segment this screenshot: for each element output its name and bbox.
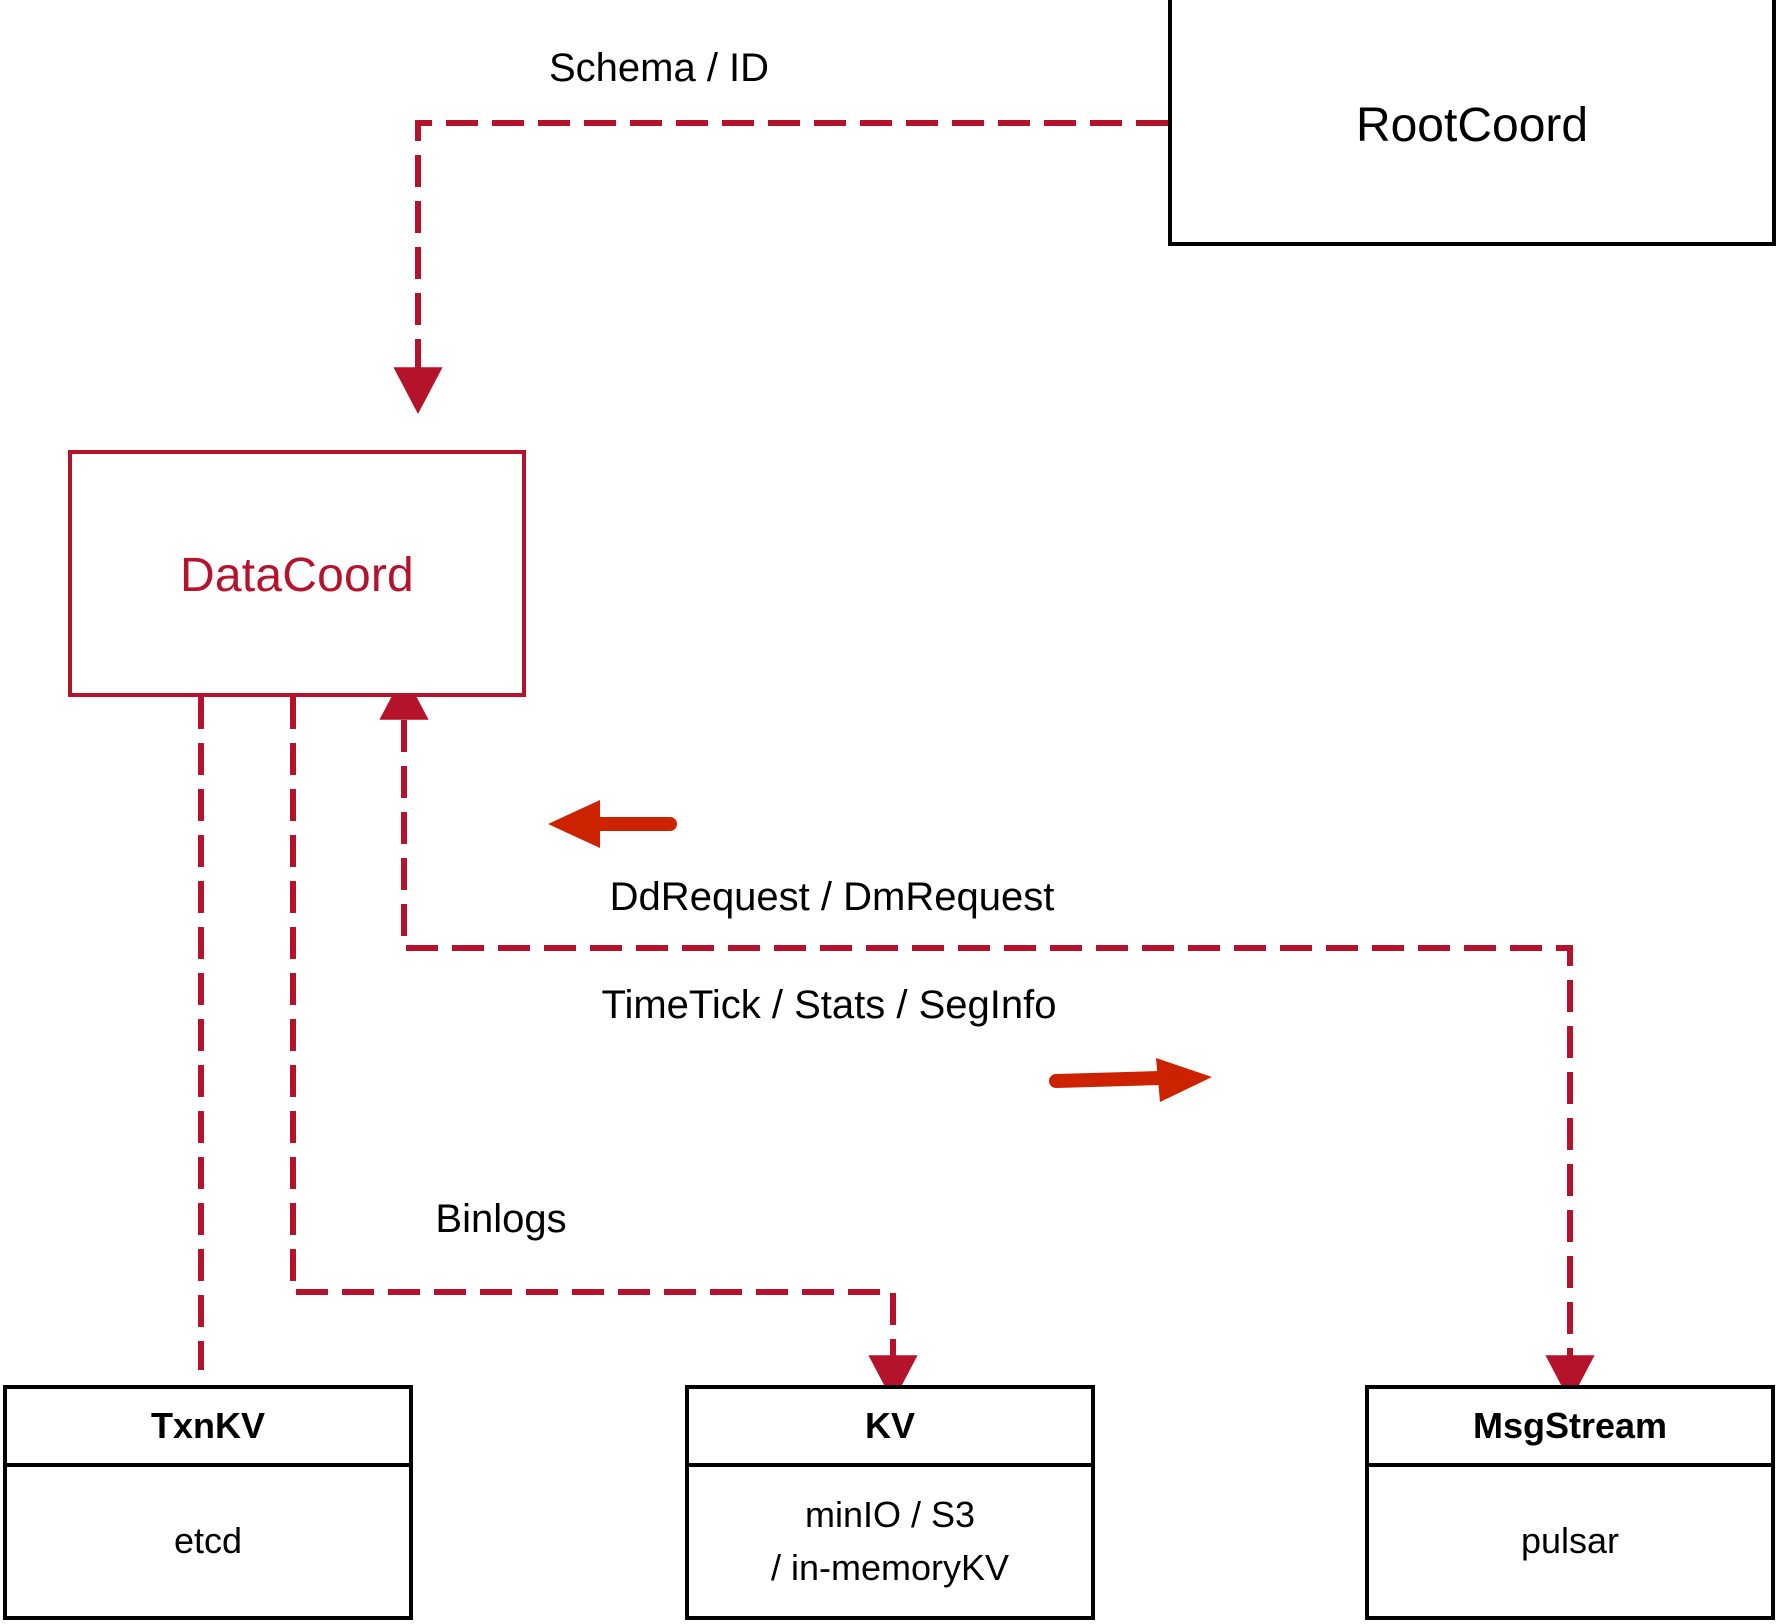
node-kv[interactable]: KV minIO / S3 / in-memoryKV bbox=[685, 1385, 1095, 1620]
edge-label-dd-dm-request: DdRequest / DmRequest bbox=[609, 875, 1055, 919]
edge-label-binlogs: Binlogs bbox=[435, 1197, 567, 1241]
node-txnkv-header: TxnKV bbox=[7, 1389, 409, 1467]
arrow-right-icon bbox=[1049, 1058, 1212, 1102]
edge-binlogs bbox=[290, 697, 918, 1403]
node-datacoord-label: DataCoord bbox=[180, 549, 414, 602]
arrow-left-icon bbox=[548, 800, 677, 848]
node-kv-body: minIO / S3 / in-memoryKV bbox=[689, 1467, 1091, 1616]
edge-label-timetick-stats-seginfo: TimeTick / Stats / SegInfo bbox=[601, 983, 1057, 1027]
node-rootcoord-label: RootCoord bbox=[1355, 99, 1589, 152]
node-txnkv-body: etcd bbox=[7, 1467, 409, 1616]
node-msgstream-header: MsgStream bbox=[1369, 1389, 1771, 1467]
node-datacoord[interactable]: DataCoord bbox=[68, 450, 526, 697]
node-kv-header: KV bbox=[689, 1389, 1091, 1467]
node-rootcoord[interactable]: RootCoord bbox=[1168, 0, 1776, 246]
edge-schema-id bbox=[393, 120, 1168, 415]
edge-label-schema-id: Schema / ID bbox=[548, 46, 770, 90]
node-msgstream-body: pulsar bbox=[1369, 1467, 1771, 1616]
edge-msgstream-datacoord bbox=[379, 672, 1595, 1403]
node-msgstream[interactable]: MsgStream pulsar bbox=[1365, 1385, 1775, 1620]
node-kv-body-line: minIO / S3 bbox=[804, 1494, 976, 1536]
node-msgstream-body-line: pulsar bbox=[1520, 1520, 1620, 1562]
node-kv-body-line: / in-memoryKV bbox=[770, 1546, 1010, 1588]
node-txnkv[interactable]: TxnKV etcd bbox=[3, 1385, 413, 1620]
node-txnkv-body-line: etcd bbox=[173, 1520, 243, 1562]
